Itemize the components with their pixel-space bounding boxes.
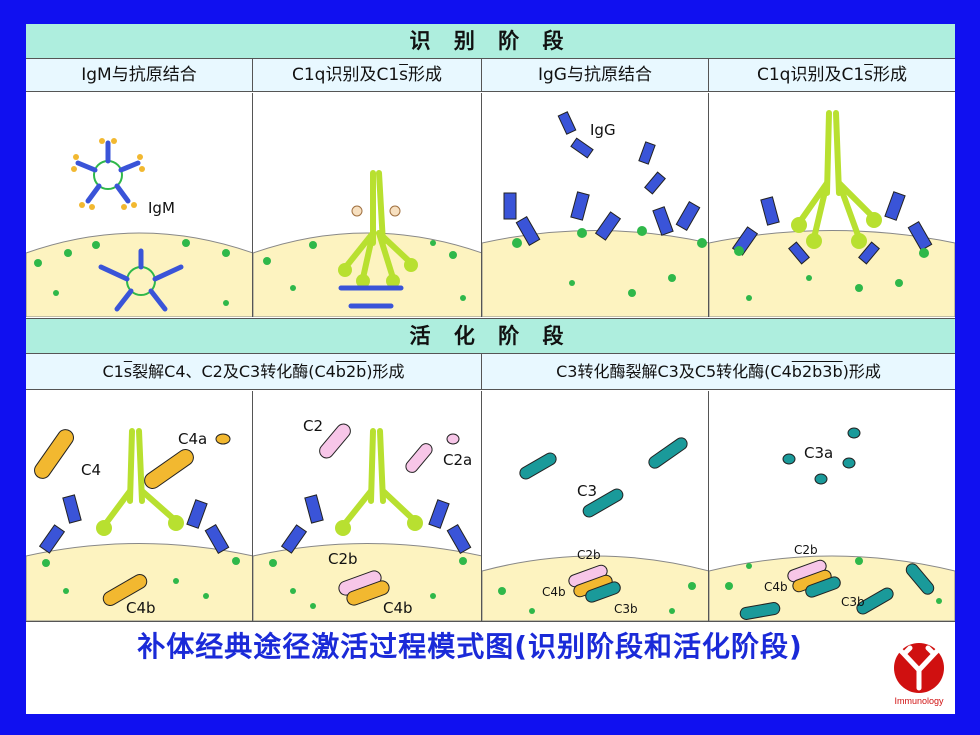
stage1-title: 识 别 阶 段: [26, 24, 955, 59]
panel-igm-art: IgM: [26, 138, 252, 317]
stage1-header-4: C1q识别及C1s形成: [709, 59, 955, 92]
stage2-header-right: C3转化酶裂解C3及C5转化酶(C4b2b3b)形成: [482, 354, 955, 390]
c3b-label: C3b: [614, 602, 638, 616]
stage1-header-3: IgG与抗原结合: [482, 59, 709, 92]
c1q-icon: [796, 110, 877, 241]
c1q-icon: [101, 428, 179, 529]
header-text: C1q识别及C1: [756, 65, 865, 85]
header-text: C3转化酶裂解C3及C5转化酶(C4: [556, 362, 792, 381]
c4b-label: C4b: [542, 585, 566, 599]
c4-molecule: [144, 449, 194, 489]
panel-igm-binding: IgM: [26, 93, 253, 317]
c3b-molecule: [585, 581, 621, 603]
header-overline: b2b3b: [791, 362, 843, 381]
panel-c1q-igm: [253, 93, 482, 317]
header-text: 裂解C4、C2及C3转化酶(C4: [132, 362, 336, 381]
panel-c3-cleavage: C3 C2b C4b C3b: [482, 391, 709, 621]
igm-label: IgM: [148, 199, 175, 217]
panel-c1q-igm-art: [253, 170, 481, 317]
c3a-label: C3a: [804, 444, 833, 462]
c3-molecule: [648, 437, 688, 469]
header-text: 形成: [873, 65, 908, 85]
igm-bound-icon: [338, 285, 404, 309]
header-overline: s: [123, 362, 133, 381]
c2-molecule: [405, 443, 433, 473]
c1q-icon: [342, 170, 414, 281]
c2b-label: C2b: [577, 548, 601, 562]
logo-text: Immunology: [894, 696, 944, 706]
c4a-label: C4a: [178, 430, 207, 448]
header-text: IgG与抗原结合: [538, 65, 652, 85]
header-text: )形成: [842, 362, 881, 381]
panel-c5-art: C3a C2b C4b C3b: [709, 427, 955, 621]
c4b-molecule: [346, 580, 390, 606]
divider: [26, 621, 955, 622]
c4b-label: C4b: [383, 599, 413, 617]
c2a-molecule: [446, 433, 460, 445]
c2b-label: C2b: [794, 543, 818, 557]
igm-bound-icon: [98, 248, 184, 312]
header-text: )形成: [366, 362, 405, 381]
antigen-dots: [734, 246, 929, 301]
antigen-dots: [263, 240, 466, 301]
panel-c4-art: C4 C4a C4b: [26, 428, 252, 621]
stage2-header-left: C1s裂解C4、C2及C3转化酶(C4b2b)形成: [26, 354, 482, 390]
figure-caption: 补体经典途径激活过程模式图(识别阶段和活化阶段): [137, 630, 803, 663]
c3b-molecule: [856, 587, 894, 615]
c3b-label: C3b: [841, 595, 865, 609]
panel-c1q-igg: [709, 93, 955, 317]
c4b-label: C4b: [126, 599, 156, 617]
header-text: IgM与抗原结合: [81, 65, 197, 85]
antigen-dots: [34, 239, 230, 306]
c3-label: C3: [577, 482, 597, 500]
c4-molecule: [34, 429, 74, 479]
c2-molecule: [319, 423, 351, 459]
c4-label: C4: [81, 461, 101, 479]
igg-label: IgG: [590, 121, 616, 139]
antigen-dots: [512, 226, 707, 297]
panel-c5-convertase: C3a C2b C4b C3b: [709, 391, 955, 621]
header-overline: s: [864, 65, 874, 85]
igg-icons: [503, 111, 701, 246]
stage1-header-2: C1q识别及C1s形成: [253, 59, 482, 92]
stage1-header-1: IgM与抗原结合: [26, 59, 253, 92]
panel-c1q-igg-art: [709, 110, 955, 317]
c2a-label: C2a: [443, 451, 472, 469]
stage2-title: 活 化 阶 段: [26, 318, 955, 354]
c3-molecule: [582, 488, 624, 518]
c3b-molecule: [739, 602, 781, 620]
c3-molecule: [519, 452, 557, 480]
c2-label: C2: [303, 417, 323, 435]
immunology-logo: Immunology: [884, 640, 954, 712]
panel-igg-art: IgG: [482, 111, 708, 317]
header-text: 形成: [408, 65, 443, 85]
panel-c3-art: C3 C2b C4b C3b: [482, 437, 708, 621]
c3b-molecule: [805, 576, 841, 598]
panel-c2-cleavage: C2 C2a C2b C4b: [253, 391, 482, 621]
c2b-label: C2b: [328, 550, 358, 568]
c4b-molecule: [102, 574, 148, 606]
c3b-molecule: [905, 563, 935, 595]
header-text: C1: [102, 362, 124, 381]
header-overline: b2b: [335, 362, 367, 381]
igm-pentamer-icon: [71, 138, 145, 210]
logo-icon: [894, 643, 944, 693]
header-overline: s: [399, 65, 409, 85]
panel-c4-cleavage: C4 C4a C4b: [26, 391, 253, 621]
c4a-molecule: [215, 433, 231, 445]
c3a-molecules: [782, 427, 861, 485]
c4b-label: C4b: [764, 580, 788, 594]
c1q-icon: [340, 428, 418, 529]
diagram-sheet: 识 别 阶 段 IgM与抗原结合 C1q识别及C1s形成 IgG与抗原结合 C1…: [26, 24, 955, 714]
panel-igg-binding: IgG: [482, 93, 709, 317]
header-text: C1q识别及C1: [291, 65, 400, 85]
panel-c2-art: C2 C2a C2b C4b: [253, 417, 481, 621]
